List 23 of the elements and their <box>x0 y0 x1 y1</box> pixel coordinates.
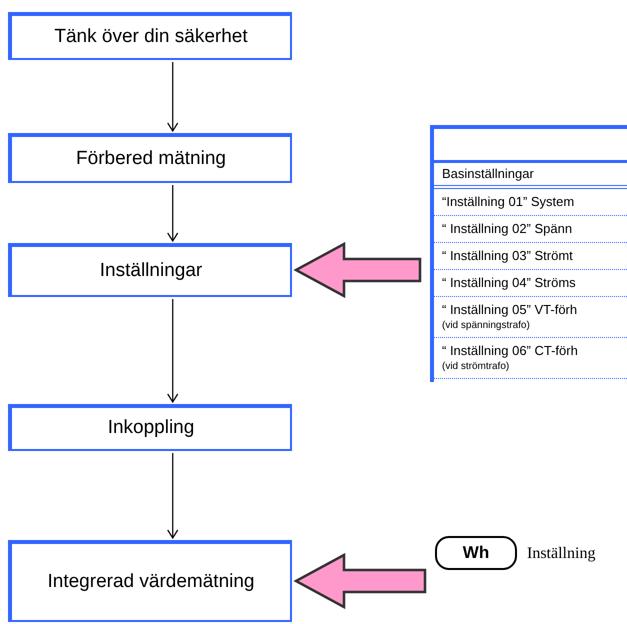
table-cell-text: “ Inställning 02” Spänn <box>442 220 574 238</box>
table-cell-text: (vid strömtrafo) <box>442 360 510 374</box>
table-cell-text: “ Inställning 05” VT-förh <box>442 301 578 319</box>
table-cell-text: “Inställning 01” System <box>442 193 576 211</box>
process-box: Inkoppling <box>8 404 292 451</box>
table-cell-text: “ Inställning 06” CT-förh <box>442 342 579 360</box>
process-box: Integrerad värdemätning <box>8 540 292 622</box>
settings-table <box>430 125 627 382</box>
arrow <box>167 185 178 242</box>
arrow <box>167 62 178 132</box>
arrow <box>167 299 178 403</box>
block-arrow <box>293 552 426 610</box>
table-cell-text: “ Inställning 04” Ströms <box>442 274 577 292</box>
table-cell-text: (vid spänningstrafo) <box>442 319 531 333</box>
process-box: Förbered mätning <box>8 133 292 183</box>
key-button: Wh <box>435 536 517 570</box>
table-cell-text: “ Inställning 03” Strömt <box>442 247 574 265</box>
table-heading: Basinställningar <box>434 163 627 189</box>
block-arrow <box>293 242 422 298</box>
arrow <box>167 453 178 539</box>
process-box: Inställningar <box>8 243 292 297</box>
process-box: Tänk över din säkerhet <box>8 12 292 60</box>
note-text: Inställning <box>527 544 596 564</box>
